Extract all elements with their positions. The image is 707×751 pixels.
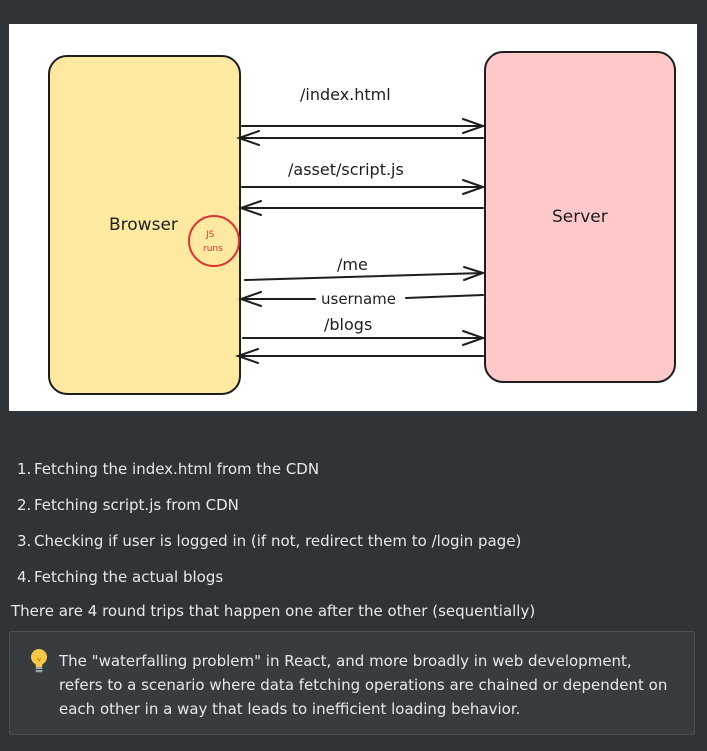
list-item-number: 3. <box>17 532 32 550</box>
arrowhead-right-2 <box>462 179 487 195</box>
arrowhead-left-4 <box>234 348 259 364</box>
js-badge-line2: runs <box>203 244 223 254</box>
list-item-text: Checking if user is logged in (if not, r… <box>34 532 522 550</box>
list-item: 1. Fetching the index.html from the CDN <box>0 455 707 491</box>
js-badge-line1: JS <box>205 230 215 240</box>
arrowhead-right-3 <box>463 266 487 281</box>
lightbulb-icon <box>28 648 50 678</box>
arrowhead-right-4 <box>462 330 487 346</box>
request-arrow-me <box>244 272 484 281</box>
list-item-text: Fetching the index.html from the CDN <box>34 460 320 478</box>
request-label-script: /asset/script.js <box>288 160 404 179</box>
arrowhead-left-2 <box>237 200 262 216</box>
list-item: 4. Fetching the actual blogs <box>0 563 707 599</box>
arrowhead-right-1 <box>462 118 487 134</box>
js-runs-badge <box>188 215 240 267</box>
callout-box: The "waterfalling problem" in React, and… <box>9 631 695 735</box>
list-item-number: 2. <box>17 496 32 514</box>
list-item: 3. Checking if user is logged in (if not… <box>0 527 707 563</box>
server-label: Server <box>552 207 608 227</box>
diagram-canvas: Browser Server JS runs <box>48 51 676 395</box>
browser-label: Browser <box>109 215 178 235</box>
list-item-number: 1. <box>17 460 32 478</box>
steps-list: 1. Fetching the index.html from the CDN … <box>0 455 707 599</box>
list-item-text: Fetching the actual blogs <box>34 568 224 586</box>
browser-box <box>48 55 241 395</box>
list-item-number: 4. <box>17 568 32 586</box>
arrowhead-left-3 <box>237 291 262 307</box>
waterfall-diagram: Browser Server JS runs <box>9 24 697 411</box>
response-arrow-username-right <box>405 294 484 299</box>
round-trips-summary: There are 4 round trips that happen one … <box>11 602 536 620</box>
list-item: 2. Fetching script.js from CDN <box>0 491 707 527</box>
callout-text: The "waterfalling problem" in React, and… <box>59 652 668 718</box>
request-label-blogs: /blogs <box>324 315 372 334</box>
arrowhead-left-1 <box>235 130 260 146</box>
list-item-text: Fetching script.js from CDN <box>34 496 239 514</box>
response-label-username: username <box>321 290 396 308</box>
request-label-index: /index.html <box>300 85 391 104</box>
request-label-me: /me <box>337 255 368 274</box>
server-box <box>484 51 676 383</box>
